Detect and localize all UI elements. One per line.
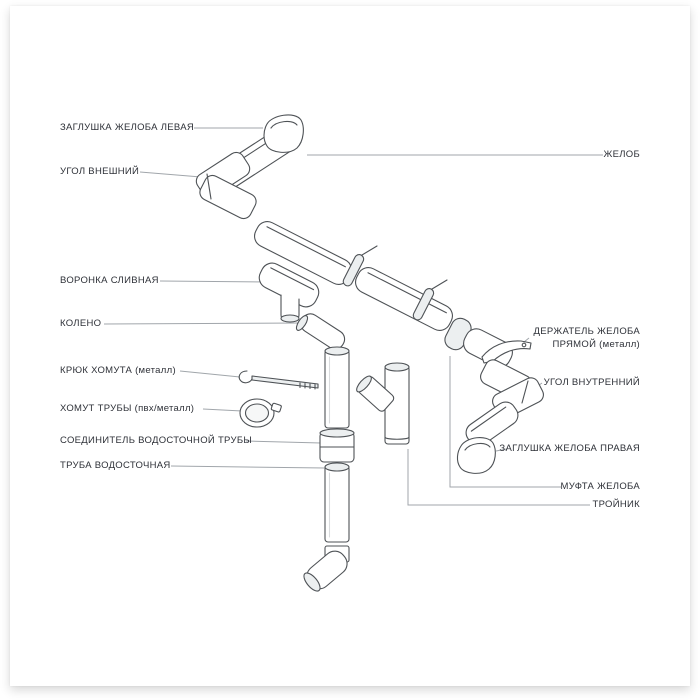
leader-end-cap-right xyxy=(495,448,508,452)
label-tee: ТРОЙНИК xyxy=(592,499,640,510)
part-downpipe xyxy=(324,346,350,429)
part-pipe-connector xyxy=(319,428,355,463)
label-pipe-connector: СОЕДИНИТЕЛЬ ВОДОСТОЧНОЙ ТРУБЫ xyxy=(60,435,253,446)
leader-pipe-clamp xyxy=(202,408,243,412)
label-end-cap-left: ЗАГЛУШКА ЖЕЛОБА ЛЕВАЯ xyxy=(60,122,194,133)
part-corner-outer xyxy=(195,151,257,220)
leader-clamp-hook xyxy=(179,370,241,378)
label-end-cap-right: ЗАГЛУШКА ЖЕЛОБА ПРАВАЯ xyxy=(499,443,640,454)
label-gutter: ЖЕЛОБ xyxy=(603,149,640,160)
leader-coupling xyxy=(449,356,561,488)
part-funnel xyxy=(258,262,320,323)
label-clamp-hook: КРЮК ХОМУТА (металл) xyxy=(60,365,176,376)
part-elbow xyxy=(295,313,346,350)
label-pipe-clamp: ХОМУТ ТРУБЫ (пвх/металл) xyxy=(60,403,195,414)
part-end-cap-right xyxy=(456,437,496,474)
label-downpipe: ТРУБА ВОДОСТОЧНАЯ xyxy=(60,460,171,471)
part-outlet-elbow xyxy=(303,545,350,592)
part-gutter-section xyxy=(463,328,513,368)
part-end-cap-left xyxy=(263,114,304,153)
parts-group xyxy=(195,114,544,592)
label-coupling: МУФТА ЖЕЛОБА xyxy=(560,481,640,492)
label-elbow: КОЛЕНО xyxy=(60,318,102,329)
part-holder-straight xyxy=(481,340,532,364)
part-gutter-bracket xyxy=(342,245,378,287)
label-holder-straight-line2: ПРЯМОЙ (металл) xyxy=(552,339,640,350)
label-corner-outer: УГОЛ ВНЕШНИЙ xyxy=(60,166,140,177)
label-funnel: ВОРОНКА СЛИВНАЯ xyxy=(60,275,159,286)
leader-downpipe xyxy=(170,465,326,469)
label-corner-inner: УГОЛ ВНУТРЕННИЙ xyxy=(543,377,640,388)
label-holder-straight-line1: ДЕРЖАТЕЛЬ ЖЕЛОБА xyxy=(533,326,640,337)
page-sheet xyxy=(10,6,690,686)
part-clamp-hook xyxy=(238,370,319,390)
leader-pipe-connector xyxy=(245,440,322,444)
part-gutter-bracket xyxy=(412,279,448,321)
part-tee xyxy=(356,362,410,445)
part-downpipe xyxy=(324,462,350,543)
leader-elbow xyxy=(103,322,302,325)
leader-tee xyxy=(407,449,590,506)
leader-corner-outer xyxy=(139,171,202,178)
part-pipe-clamp xyxy=(239,398,282,428)
label-holder-straight: ДЕРЖАТЕЛЬ ЖЕЛОБА ПРЯМОЙ (металл) xyxy=(533,325,640,351)
part-gutter-section xyxy=(355,267,453,331)
leader-funnel xyxy=(159,280,269,283)
